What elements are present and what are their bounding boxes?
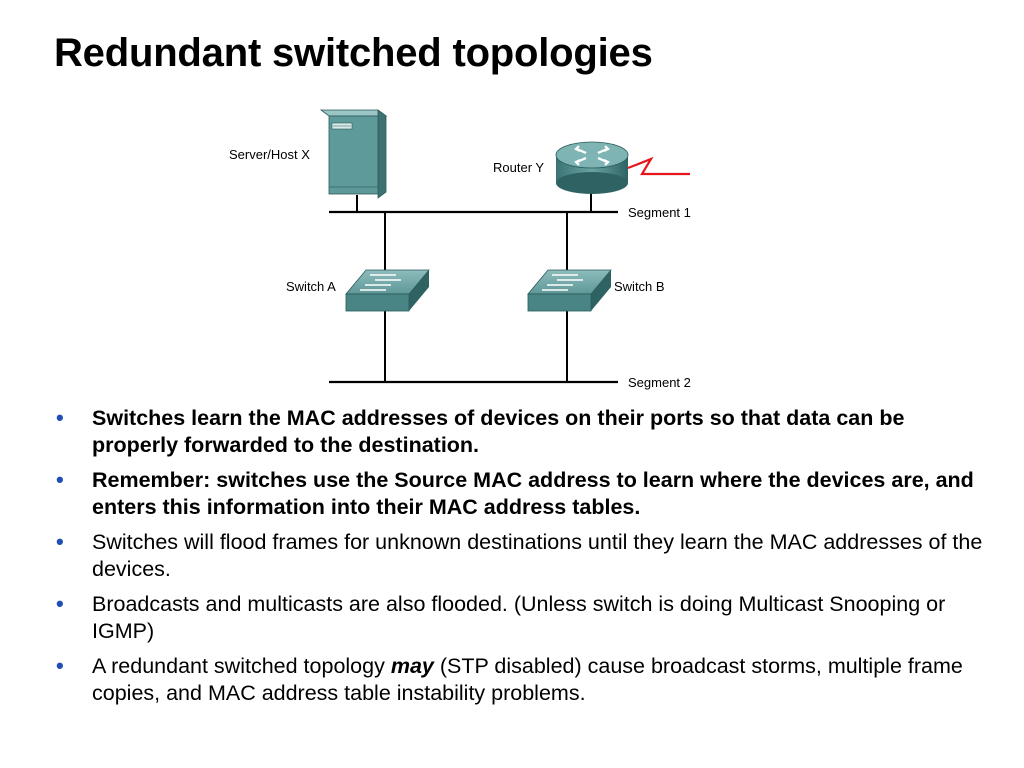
bullet-item: • Switches learn the MAC addresses of de… <box>56 405 986 459</box>
bullet-text-end: (STP disabled) cause broadcast storms, m… <box>92 654 963 705</box>
bullet-emphasis: may <box>390 654 434 678</box>
bullet-text: Switches learn the MAC addresses of devi… <box>92 406 905 457</box>
bullet-text: Broadcasts and multicasts are also flood… <box>92 592 946 643</box>
bullet-list: • Switches learn the MAC addresses of de… <box>56 405 986 715</box>
bullet-item: • A redundant switched topology may (STP… <box>56 653 986 707</box>
segment-1-label: Segment 1 <box>628 205 691 220</box>
bullet-item: • Broadcasts and multicasts are also flo… <box>56 591 986 645</box>
bullet-dot: • <box>56 653 64 678</box>
switch-b-icon <box>527 269 612 312</box>
switch-a-label: Switch A <box>286 279 336 294</box>
bullet-dot: • <box>56 405 64 430</box>
bullet-dot: • <box>56 467 64 492</box>
wan-link-icon <box>627 156 690 176</box>
slide-title: Redundant switched topologies <box>54 31 653 75</box>
bullet-dot: • <box>56 529 64 554</box>
bullet-dot: • <box>56 591 64 616</box>
router-icon <box>555 141 629 194</box>
bullet-text-start: A redundant switched topology <box>92 654 391 678</box>
switch-b-label: Switch B <box>614 279 665 294</box>
bullet-text: Remember: switches use the Source MAC ad… <box>92 468 974 519</box>
bullet-item: • Remember: switches use the Source MAC … <box>56 467 986 521</box>
segment-2-label: Segment 2 <box>628 375 691 390</box>
switch-a-icon <box>345 269 430 312</box>
bullet-text: Switches will flood frames for unknown d… <box>92 530 983 581</box>
network-topology-diagram: Server/Host X Router Y Segment 1 Switch … <box>229 109 691 390</box>
server-label: Server/Host X <box>229 147 310 162</box>
router-label: Router Y <box>493 160 544 175</box>
bullet-item: • Switches will flood frames for unknown… <box>56 529 986 583</box>
server-icon <box>319 109 388 199</box>
